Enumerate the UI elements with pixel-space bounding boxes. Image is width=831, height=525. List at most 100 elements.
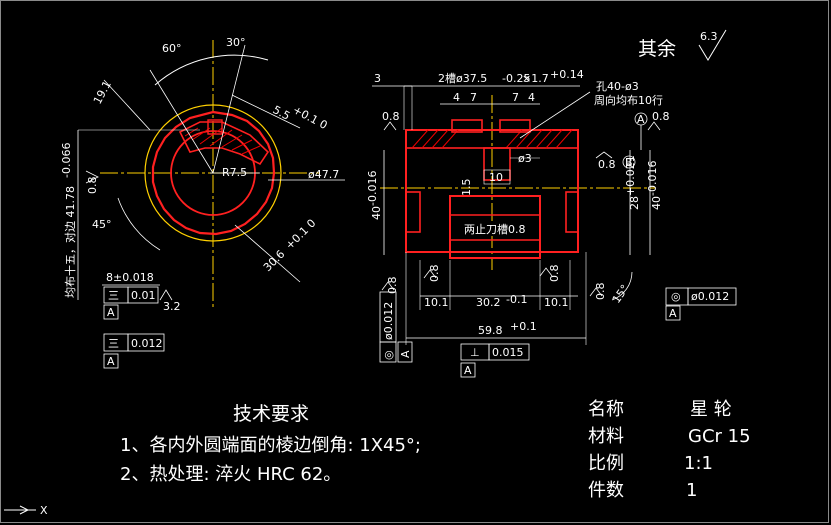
- surface-roughness-note: 其余 6.3: [638, 29, 727, 61]
- right-dia-28: 28: [628, 196, 641, 210]
- dim-59-8-tol: +0.1: [510, 320, 537, 333]
- left-dia: 40: [370, 206, 383, 220]
- tb-label-name: 名称: [588, 399, 624, 420]
- left-view: 60° 30° 19.1 5.5 +0.1 0 R7.5 ø47.7 30.6 …: [60, 36, 345, 369]
- datum-a-label: A: [637, 113, 645, 126]
- hole-note: 周向均布10行: [594, 93, 663, 107]
- svg-text:三: 三: [108, 289, 119, 302]
- tb-value-material: GCr 15: [688, 426, 751, 447]
- tol-frame-2: 三 0.012 A: [103, 333, 165, 369]
- svg-text:A: A: [464, 364, 472, 377]
- left-dia-tol: -0.016: [366, 171, 379, 206]
- dim-30-2: 30.2: [476, 296, 501, 309]
- angle-45-arc: [117, 197, 161, 251]
- svg-text:◎: ◎: [671, 290, 681, 303]
- top-hatch: [405, 129, 579, 149]
- svg-text:A: A: [107, 355, 115, 368]
- dim-4b: 4: [528, 91, 535, 104]
- bore: [449, 195, 541, 259]
- dim-7b: 7: [512, 91, 519, 104]
- tol-frame-conc-right: ◎ ø0.012 A: [665, 287, 737, 321]
- tol-frame-1: 三 0.01 3.2 A: [103, 286, 181, 320]
- rough-b4-symbol: [589, 287, 603, 297]
- rough-tl-symbol: [383, 121, 397, 131]
- datum-b-circle: [622, 155, 636, 169]
- svg-text:0.012: 0.012: [131, 337, 163, 350]
- rough-b4: 0.8: [594, 283, 607, 301]
- svg-text:0.015: 0.015: [492, 346, 524, 359]
- rough-note-value: 6.3: [700, 30, 718, 43]
- rough-b3-symbol: [381, 281, 395, 291]
- end-face-right: [565, 191, 579, 233]
- angle-leader-a: [149, 69, 214, 174]
- dim-5-5-line: [231, 94, 301, 129]
- side-dim-text: 均布十五，对边 41.78: [63, 186, 77, 298]
- tol-frame-conc-left: ◎ ø0.012 A: [379, 291, 413, 363]
- rough-b3: 0.8: [386, 277, 399, 295]
- ucs-x-label: X: [40, 504, 48, 517]
- right-dia-40-tol: -0.016: [646, 161, 659, 196]
- tb-label-material: 材料: [588, 426, 624, 447]
- tol-frame-perp: ⊥ 0.015 A: [460, 343, 530, 378]
- svg-text:3.2: 3.2: [163, 300, 181, 313]
- rough-note-label: 其余: [638, 38, 676, 60]
- dim-1-5: 1.5: [460, 179, 473, 197]
- tb-label-scale: 比例: [588, 453, 624, 474]
- key-slot: [207, 119, 223, 135]
- dim-10-1a: 10.1: [424, 296, 449, 309]
- rough-left-symbol: [85, 170, 99, 184]
- tech-requirements: 技术要求 1、各内外圆端面的棱边倒角: 1X45°; 2、热处理: 淬火 HRC…: [120, 403, 421, 485]
- rough-m-symbol: [595, 151, 613, 159]
- tb-value-qty: 1: [686, 480, 697, 501]
- tech-item-2: 2、热处理: 淬火 HRC 62。: [120, 464, 341, 485]
- groove-spec: 2槽ø37.5: [438, 72, 487, 85]
- groove-left: [451, 119, 483, 133]
- hole-leader: [519, 91, 591, 139]
- dim-10-1b: 10.1: [544, 296, 569, 309]
- title-block: 名称 星 轮 材料 GCr 15 比例 1:1 件数 1: [588, 399, 751, 501]
- groove-x-tol: +0.14: [550, 68, 584, 81]
- groove-tol: -0.25: [502, 72, 530, 85]
- star-profile: [151, 110, 276, 236]
- tech-title: 技术要求: [233, 403, 309, 425]
- right-dia-40: 40: [650, 196, 663, 210]
- ucs-icon: X: [4, 504, 48, 517]
- dim-30-6-tol: +0.1 0: [283, 217, 319, 253]
- svg-text:A: A: [399, 350, 412, 358]
- dia-47-7: ø47.7: [308, 168, 339, 181]
- angle-45: 45°: [92, 218, 112, 231]
- angle-60-label: 60°: [162, 42, 182, 55]
- tech-item-1: 1、各内外圆端面的棱边倒角: 1X45°;: [120, 435, 421, 456]
- svg-text:◎: ◎: [382, 350, 395, 360]
- rough-tr-symbol: [647, 121, 661, 131]
- rough-left-value: 0.8: [86, 177, 99, 195]
- rough-b2-symbol: [539, 267, 553, 277]
- dim-19-1: 19.1: [91, 79, 114, 107]
- tb-value-scale: 1:1: [684, 453, 713, 474]
- datum-b-label: B: [625, 156, 633, 169]
- angle-leader-b: [212, 44, 246, 174]
- key-dim: 8±0.018: [106, 271, 154, 284]
- chamfer-arc: [611, 271, 633, 301]
- dim-5-5-tol: +0.1 0: [291, 103, 330, 132]
- dim-phi3: ø3: [518, 152, 532, 165]
- svg-text:A: A: [669, 307, 677, 320]
- svg-text:⊥: ⊥: [470, 346, 480, 359]
- dim-30-6-line: [234, 224, 301, 283]
- tooth-hatch: [178, 121, 270, 166]
- undercut-bg: [462, 222, 528, 236]
- tb-value-name: 星 轮: [690, 399, 732, 420]
- rough-b2: 0.8: [548, 265, 561, 283]
- svg-text:ø0.012: ø0.012: [691, 290, 729, 303]
- rough-m: 0.8: [598, 158, 616, 171]
- radius-label: R7.5: [222, 166, 247, 179]
- groove-x: ×1.7: [522, 72, 549, 85]
- angle-arc: [154, 54, 269, 86]
- rough-tl: 0.8: [382, 110, 400, 123]
- side-dim-tol: -0.066: [60, 143, 73, 178]
- rough-tr: 0.8: [652, 110, 670, 123]
- dim-59-8: 59.8: [478, 324, 503, 337]
- svg-text:三: 三: [108, 337, 119, 350]
